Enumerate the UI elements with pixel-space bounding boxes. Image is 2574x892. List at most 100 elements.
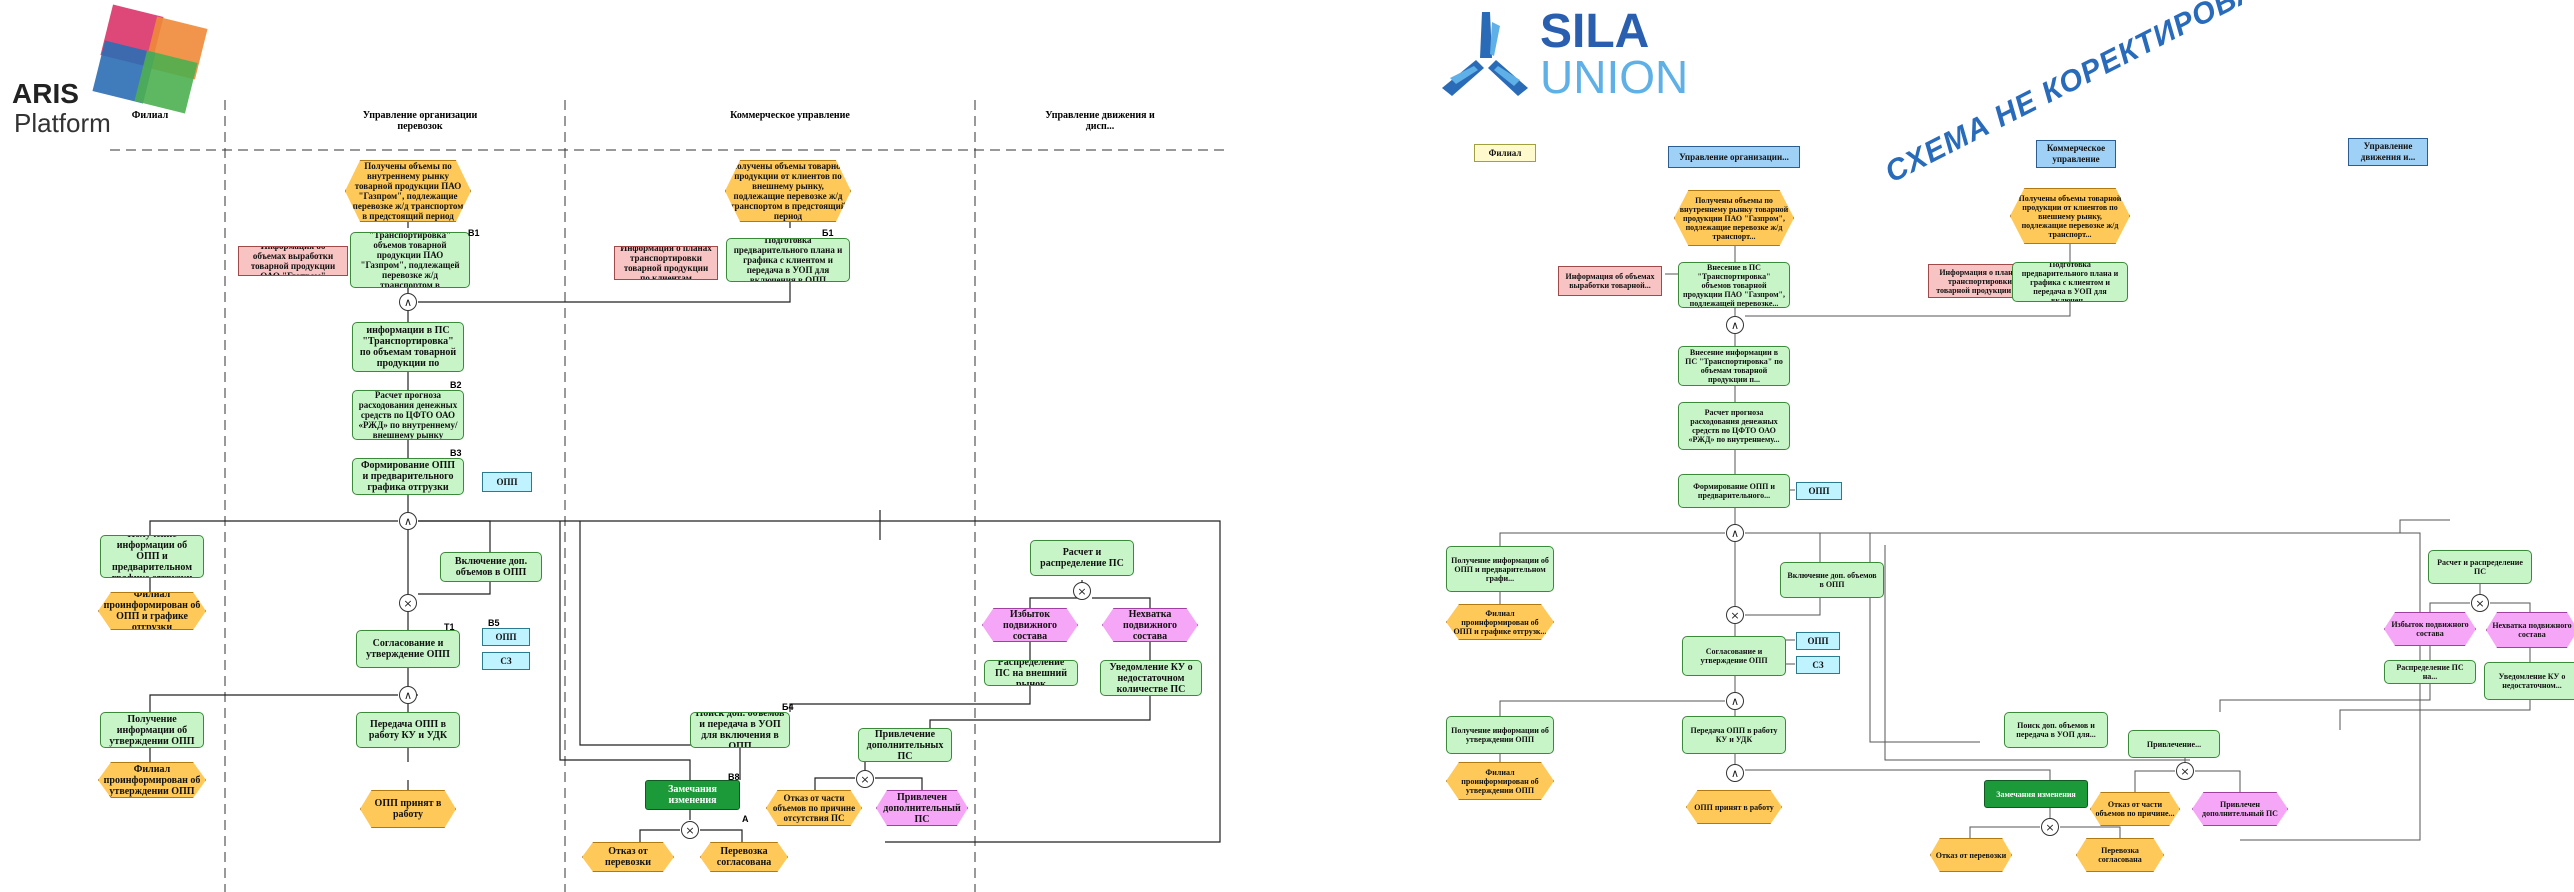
function-receive-approval-info: Получение информации об утверждении ОПП bbox=[1446, 716, 1554, 754]
event-opp-accepted: ОПП принят в работу bbox=[1686, 790, 1782, 824]
node-tag: В3 bbox=[450, 448, 462, 458]
event-internal-volumes-received: Получены объемы по внутреннему рынку тов… bbox=[345, 160, 471, 222]
event-additional-stock-attracted: Привлечен дополнительный ПС bbox=[876, 790, 968, 826]
event-branch-informed-approval: Филиал проинформирован об утверждении ОП… bbox=[98, 762, 206, 798]
node-tag: Б4 bbox=[782, 702, 794, 712]
document-opp-2: ОПП bbox=[482, 628, 530, 646]
lane-header-commercial: Коммерческое управление bbox=[2036, 140, 2116, 168]
event-partial-refusal: Отказ от части объемов по причине отсутс… bbox=[766, 790, 862, 826]
function-search-additional-volumes: Поиск доп. объемов и передача в УОП для … bbox=[690, 712, 790, 748]
xor-gateway-icon: × bbox=[856, 770, 874, 788]
event-additional-stock-attracted: Привлечен дополнительный ПС bbox=[2192, 792, 2288, 826]
function-calculate-distribute-stock: Расчет и распределение ПС bbox=[1030, 540, 1134, 576]
function-enter-external-info: Внесение информации в ПС "Транспортировк… bbox=[1678, 346, 1790, 386]
function-transfer-opp: Передача ОПП в работу КУ и УДК bbox=[356, 712, 460, 748]
function-include-additional-volumes: Включение доп. объемов в ОПП bbox=[440, 552, 542, 582]
function-receive-opp-info: Получение информации об ОПП и предварите… bbox=[100, 535, 204, 578]
sila-connectors bbox=[1499, 244, 2531, 841]
event-branch-informed-opp: Филиал проинформирован об ОПП и графике … bbox=[98, 592, 206, 630]
event-transport-agreed: Перевозка согласована bbox=[700, 842, 788, 872]
and-gateway-icon: ∧ bbox=[399, 512, 417, 530]
event-transport-agreed: Перевозка согласована bbox=[2076, 838, 2164, 872]
function-attract-additional-rolling-stock: Привлечение... bbox=[2128, 730, 2220, 758]
sila-logo-subtext: UNION bbox=[1540, 51, 1689, 103]
node-tag: Т1 bbox=[444, 622, 455, 632]
sila-logo-text: SILA bbox=[1540, 5, 1650, 58]
lane-header-transport-org: Управление организации... bbox=[1668, 146, 1800, 168]
xor-gateway-icon: × bbox=[1073, 582, 1091, 600]
event-external-volumes-received: Получены объемы товарной продукции от кл… bbox=[2010, 188, 2130, 244]
node-tag: В8 bbox=[728, 772, 740, 782]
lane-header-branch: Филиал bbox=[131, 110, 169, 121]
lane-header-commercial: Коммерческое управление bbox=[730, 110, 850, 121]
sila-logo-icon bbox=[1442, 12, 1528, 96]
aris-connectors bbox=[110, 100, 1225, 892]
document-sz: СЗ bbox=[482, 652, 530, 670]
node-tag: А bbox=[742, 814, 749, 824]
function-enter-internal-volumes: Внесение в ПС "Транспортировка" объемов … bbox=[1678, 262, 1790, 308]
sila-diagram-panel: SILA UNION bbox=[1400, 0, 2574, 892]
info-output-volumes: Информация об объемах выработки товарной… bbox=[1558, 266, 1662, 296]
xor-gateway-icon: × bbox=[2041, 818, 2059, 836]
function-receive-approval-info: Получение информации об утверждении ОПП bbox=[100, 712, 204, 748]
and-gateway-icon: ∧ bbox=[1726, 316, 1744, 334]
function-approve-opp: Согласование и утверждение ОПП bbox=[356, 630, 460, 668]
function-notify-ku-shortage: Уведомление КУ о недостаточном количеств… bbox=[1100, 660, 1202, 696]
function-search-additional-volumes: Поиск доп. объемов и передача в УОП для.… bbox=[2004, 712, 2108, 748]
function-form-opp: Формирование ОПП и предварительного... bbox=[1678, 474, 1790, 508]
info-output-volumes: Информация об объемах выработки товарной… bbox=[238, 246, 348, 276]
node-tag: В5 bbox=[488, 618, 500, 628]
aris-logo-icon bbox=[92, 4, 208, 114]
document-sz: СЗ bbox=[1796, 656, 1840, 674]
aris-logo-text: ARIS bbox=[12, 78, 79, 109]
event-stock-shortage: Нехватка подвижного состава bbox=[2486, 612, 2574, 648]
xor-gateway-icon: × bbox=[399, 594, 417, 612]
and-gateway-icon: ∧ bbox=[1726, 524, 1744, 542]
function-attract-additional-rolling-stock: Привлечение дополнительных ПС bbox=[858, 728, 952, 762]
function-remarks-changes: Замечания изменения bbox=[1984, 780, 2088, 808]
function-include-additional-volumes: Включение доп. объемов в ОПП bbox=[1780, 562, 1884, 598]
event-stock-surplus: Избыток подвижного состава bbox=[982, 608, 1078, 642]
aris-diagram-panel: ARIS Platform bbox=[0, 0, 1240, 892]
function-distribute-stock-external: Распределение ПС на внешний рынок bbox=[984, 660, 1078, 686]
document-opp: ОПП bbox=[482, 472, 532, 492]
and-gateway-icon: ∧ bbox=[1726, 764, 1744, 782]
lane-header-transport-org: Управление организации перевозок bbox=[362, 110, 478, 132]
node-tag: Б1 bbox=[822, 228, 834, 238]
lane-header-traffic: Управление движения и... bbox=[2348, 138, 2428, 166]
function-calculate-distribute-stock: Расчет и распределение ПС bbox=[2428, 550, 2532, 584]
function-forecast-expenses: Расчет прогноза расходования денежных ср… bbox=[352, 390, 464, 440]
document-opp-2: ОПП bbox=[1796, 632, 1840, 650]
event-partial-refusal: Отказ от части объемов по причине... bbox=[2090, 792, 2180, 826]
node-tag: В2 bbox=[450, 380, 462, 390]
xor-gateway-icon: × bbox=[1726, 606, 1744, 624]
event-external-volumes-received: Получены объемы товарной продукции от кл… bbox=[725, 160, 851, 222]
function-remarks-changes: Замечания изменения bbox=[645, 780, 740, 810]
function-distribute-stock-external: Распределение ПС на... bbox=[2384, 660, 2476, 684]
event-stock-shortage: Нехватка подвижного состава bbox=[1102, 608, 1198, 642]
function-enter-internal-volumes: Внесение в ПК "Транспортировка" объемов … bbox=[350, 232, 470, 288]
aris-logo-subtext: Platform bbox=[14, 108, 111, 138]
event-branch-informed-approval: Филиал проинформирован об утверждении ОП… bbox=[1446, 762, 1554, 800]
function-prepare-preliminary-plan: Подготовка предварительного плана и граф… bbox=[2012, 262, 2128, 302]
function-transfer-opp: Передача ОПП в работу КУ и УДК bbox=[1682, 716, 1786, 754]
event-branch-informed-opp: Филиал проинформирован об ОПП и графике … bbox=[1446, 604, 1554, 640]
and-gateway-icon: ∧ bbox=[399, 686, 417, 704]
xor-gateway-icon: × bbox=[2176, 762, 2194, 780]
event-opp-accepted: ОПП принят в работу bbox=[360, 790, 456, 828]
event-stock-surplus: Избыток подвижного состава bbox=[2384, 612, 2476, 646]
and-gateway-icon: ∧ bbox=[399, 293, 417, 311]
function-notify-ku-shortage: Уведомление КУ о недостаточном... bbox=[2484, 662, 2574, 700]
lane-header-traffic: Управление движения и дисп... bbox=[1045, 110, 1155, 132]
event-transport-refused: Отказ от перевозки bbox=[1930, 838, 2012, 872]
document-opp: ОПП bbox=[1796, 482, 1842, 500]
function-prepare-preliminary-plan: Подготовка предварительного плана и граф… bbox=[726, 238, 850, 282]
function-form-opp: Формирование ОПП и предварительного граф… bbox=[352, 458, 464, 495]
lane-header-branch: Филиал bbox=[1474, 144, 1536, 162]
node-tag: В1 bbox=[468, 228, 480, 238]
event-transport-refused: Отказ от перевозки bbox=[582, 842, 674, 872]
event-internal-volumes-received: Получены объемы по внутреннему рынку тов… bbox=[1674, 190, 1794, 246]
and-gateway-icon: ∧ bbox=[1726, 692, 1744, 710]
xor-gateway-icon: × bbox=[2471, 594, 2489, 612]
info-transport-plans: Информация о планах транспортировки това… bbox=[614, 246, 718, 280]
